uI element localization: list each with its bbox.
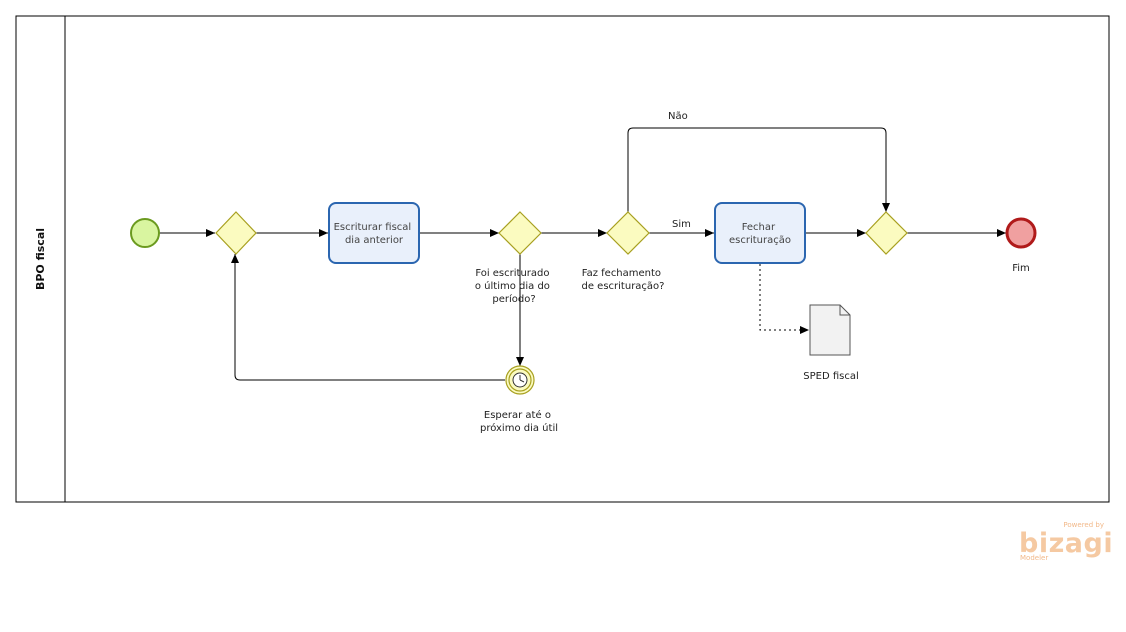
task-fechar[interactable]: Fechar escrituração: [714, 202, 806, 264]
document-icon: [809, 304, 851, 356]
lane-label: BPO fiscal: [34, 228, 47, 290]
flow-gateway3-to-gateway4-nao: [627, 127, 890, 212]
product-text: Modeler: [1020, 554, 1048, 562]
task-fechar-line1: Fechar: [742, 222, 776, 233]
flow-label-nao: Não: [668, 111, 688, 122]
sequence-flows: [158, 127, 1006, 381]
gateway-fechamento[interactable]: [606, 211, 650, 255]
task-escriturar-line1: Escriturar fiscal: [334, 222, 412, 233]
gateway-escriturado[interactable]: [498, 211, 542, 255]
association-to-document: [759, 264, 809, 334]
svg-text:Escriturar fiscal dia an: Escriturar fiscal dia anterior: [334, 222, 415, 246]
end-event[interactable]: [1005, 217, 1037, 249]
start-event[interactable]: [130, 218, 160, 248]
flow-label-sim: Sim: [672, 219, 691, 230]
task-escriturar[interactable]: Escriturar fiscal dia anterior: [328, 202, 420, 264]
document-artifact[interactable]: [809, 304, 851, 356]
svg-text:Fechar escrituração: Fechar escrituração: [729, 222, 791, 246]
bizagi-logo: Powered by bizagi Modeler: [1019, 521, 1113, 562]
powered-by-text: Powered by: [1063, 521, 1104, 529]
document-label: SPED fiscal: [803, 371, 859, 382]
gateway-merge[interactable]: [215, 211, 257, 255]
gateway-escriturado-label: Foi escriturado o último dia do período?: [475, 268, 553, 305]
brand-text: bizagi: [1019, 528, 1113, 559]
gateway-fechamento-label: Faz fechamento de escrituração?: [582, 268, 665, 292]
flow-timer-to-gateway1: [231, 254, 505, 381]
end-event-label: Fim: [1012, 263, 1030, 274]
timer-event-label: Esperar até o próximo dia útil: [480, 409, 558, 434]
gateway-join[interactable]: [865, 211, 908, 255]
task-escriturar-line2: dia anterior: [345, 235, 404, 246]
gateways: [215, 211, 908, 255]
timer-event[interactable]: [505, 365, 535, 395]
task-fechar-line2: escrituração: [729, 235, 791, 246]
pool: BPO fiscal: [15, 15, 1110, 503]
